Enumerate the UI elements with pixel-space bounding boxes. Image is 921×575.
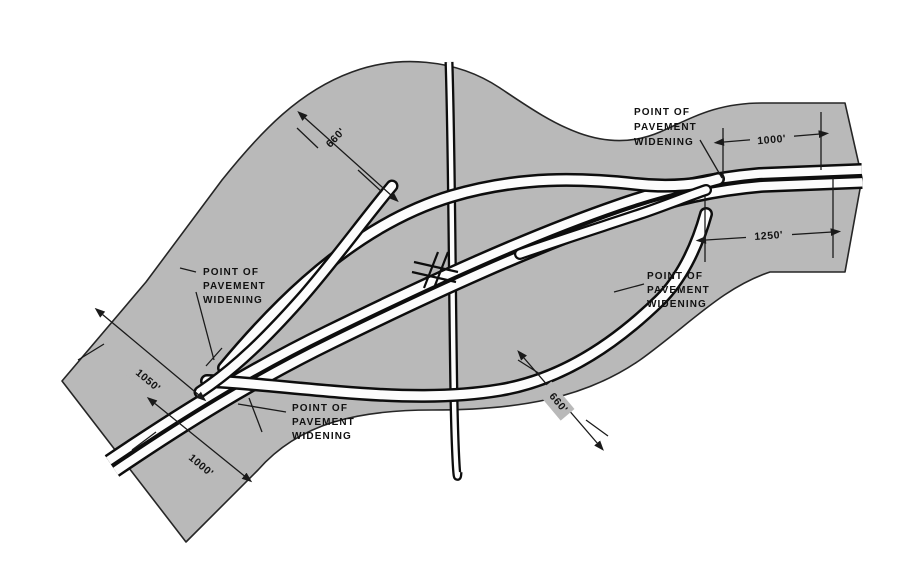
leader-left-b bbox=[195, 291, 215, 361]
dimension-line bbox=[146, 396, 253, 483]
right-of-way-area bbox=[61, 60, 863, 543]
leader-lower-middle bbox=[237, 403, 287, 413]
right-of-way-boundary bbox=[61, 60, 863, 543]
dimension-line bbox=[94, 307, 207, 402]
callout-line: PAVEMENT bbox=[634, 122, 697, 133]
callout-lower-right: POINT OF PAVEMENT WIDENING bbox=[647, 271, 710, 310]
dimension-value: 1000' bbox=[757, 133, 787, 147]
north-ramp-surface bbox=[219, 174, 723, 373]
callout-line: PAVEMENT bbox=[292, 417, 355, 428]
north-ramp bbox=[217, 172, 725, 375]
callout-upper-right: POINT OF PAVEMENT WIDENING bbox=[634, 107, 697, 148]
leader-upper-right bbox=[699, 139, 723, 179]
callout-left: POINT OF PAVEMENT WIDENING bbox=[203, 267, 266, 306]
south-ramp-surface bbox=[202, 209, 711, 401]
callout-line: POINT OF bbox=[203, 267, 259, 278]
grade-separation-bridge-icon bbox=[411, 251, 459, 289]
left-outer-ramp-surface bbox=[195, 181, 397, 397]
south-ramp bbox=[200, 207, 713, 403]
callout-leaders bbox=[179, 139, 723, 413]
callout-line: POINT OF bbox=[634, 107, 690, 118]
dimension-upper-right-1000: 1000' bbox=[713, 112, 830, 182]
callout-line: WIDENING bbox=[647, 299, 707, 310]
callout-lower-middle: POINT OF PAVEMENT WIDENING bbox=[292, 403, 355, 442]
dimension-lower-right-660: 660' bbox=[517, 350, 609, 451]
callout-line: POINT OF bbox=[647, 271, 703, 282]
dimension-right-1250: 1250' bbox=[695, 178, 842, 262]
dimension-left-1050: 1050' bbox=[77, 307, 223, 402]
callout-line: PAVEMENT bbox=[203, 281, 266, 292]
callout-line: WIDENING bbox=[203, 295, 263, 306]
leader-left-a bbox=[179, 267, 197, 273]
extension-line bbox=[205, 347, 223, 367]
callout-line: WIDENING bbox=[634, 137, 694, 148]
callout-line: POINT OF bbox=[292, 403, 348, 414]
leader-lower-right bbox=[613, 283, 645, 293]
left-gore-area bbox=[193, 179, 399, 399]
right-gore-area bbox=[514, 184, 712, 260]
cross-road bbox=[444, 61, 463, 481]
dimension-value: 1250' bbox=[754, 229, 784, 243]
right-outer-ramp-surface bbox=[516, 186, 710, 258]
dimension-line bbox=[297, 111, 399, 203]
callout-line: WIDENING bbox=[292, 431, 352, 442]
cross-road-surface bbox=[446, 61, 461, 479]
callout-line: PAVEMENT bbox=[647, 285, 710, 296]
